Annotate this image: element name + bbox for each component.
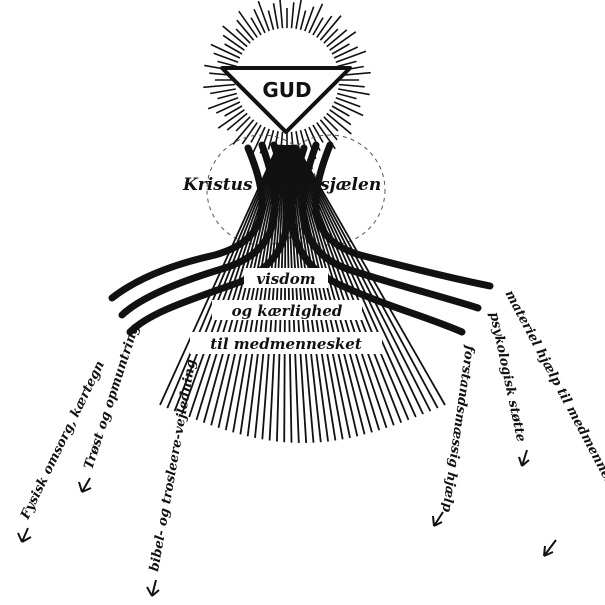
halo-ray <box>210 89 236 94</box>
halo-ray <box>242 123 257 144</box>
arrow-left-2 <box>79 478 91 492</box>
branch-right-3-label: forstandsmæssig hjælp <box>439 343 477 513</box>
halo-ray <box>309 4 323 33</box>
halo-ray <box>211 45 240 59</box>
branch-left-3-label: bibel- og trosleere-vejledning <box>147 358 199 572</box>
halo-ray <box>236 29 250 43</box>
halo-ray <box>317 16 332 37</box>
halo-ray <box>218 94 237 99</box>
halo-ray <box>337 94 356 99</box>
halo-ray <box>268 11 273 30</box>
halo-ray <box>301 11 306 30</box>
arrow-right-1 <box>544 540 556 556</box>
branch-right-3: forstandsmæssig hjælp <box>433 343 477 526</box>
halo-ray <box>339 85 365 87</box>
branch-left-2: Trøst og opmuntring <box>79 323 143 492</box>
halo-ray <box>292 2 294 28</box>
god-label: GUD <box>262 78 311 102</box>
arrow-right-2 <box>519 450 529 466</box>
middle-line-3: til medmennesket <box>210 335 362 353</box>
halo-ray <box>338 89 370 95</box>
sjaelen-label: sjælen <box>319 175 381 195</box>
halo-ray <box>280 0 283 28</box>
halo-ray <box>324 29 338 43</box>
halo-ray <box>334 102 363 116</box>
halo-ray <box>203 85 235 88</box>
halo-ray <box>324 117 338 131</box>
halo-ray <box>330 110 351 125</box>
halo-ray <box>337 61 356 66</box>
halo-ray <box>258 1 269 31</box>
arrow-right-3 <box>433 512 443 526</box>
halo-ray <box>274 3 279 29</box>
middle-line-2: og kærlighed <box>232 302 343 320</box>
halo-ray <box>218 61 237 66</box>
halo-ray <box>336 51 366 62</box>
halo-ray <box>208 98 238 109</box>
kristus-label: Kristus <box>182 175 253 195</box>
middle-line-1: visdom <box>256 270 315 288</box>
halo-ray <box>236 117 250 131</box>
halo-ray <box>223 35 244 50</box>
halo-ray <box>296 0 302 29</box>
arrow-left-1 <box>18 528 31 542</box>
arrow-left-3 <box>147 580 159 596</box>
middle-text: visdom og kærlighed til medmennesket <box>190 268 382 354</box>
